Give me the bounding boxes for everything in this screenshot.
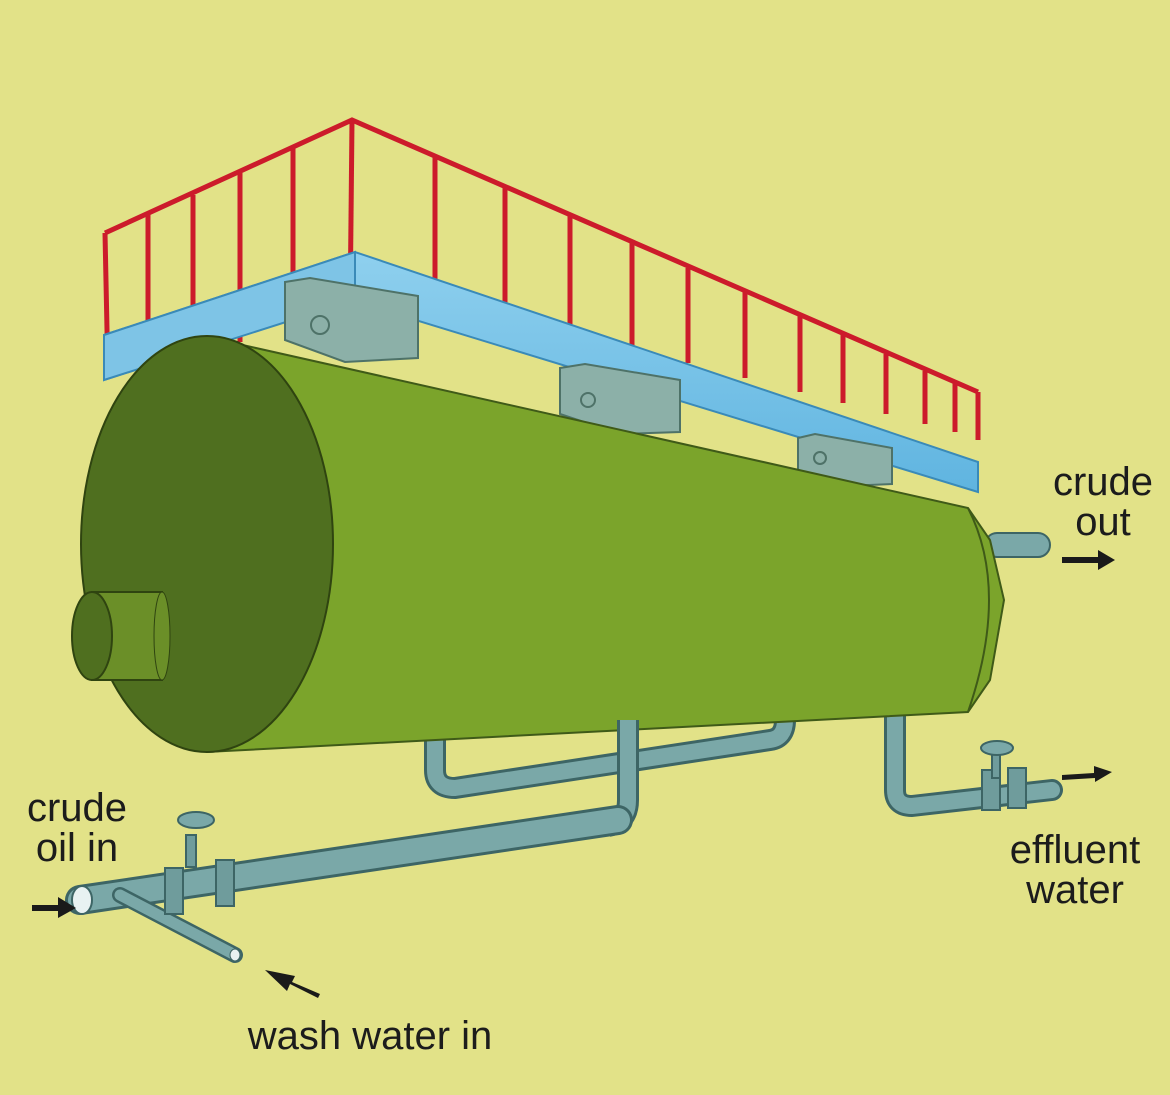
transformer-box-2 [559,362,681,436]
label-crude-out: crude out [1040,462,1166,542]
arrow-effluent-water [1062,766,1112,782]
arrow-crude-out [1062,550,1115,570]
label-wash-water-in: wash water in [247,1014,493,1058]
arrow-wash-water-in [265,970,320,998]
effluent-water-pipe [884,689,1063,817]
label-effluent-water-line-1: effluent [1009,828,1141,872]
effluent-valve [980,740,1027,811]
crude-feed-pipe [65,805,633,915]
desalter-vessel [80,335,1006,754]
label-crude-out-line-2: out [1075,500,1131,544]
arrow-crude-oil-in [32,897,76,918]
transformer-box-1 [284,276,419,364]
label-crude-out-line-1: crude [1052,460,1154,504]
label-effluent-water-line-2: water [1026,868,1124,912]
inlet-distributor-pipe [424,705,796,799]
label-effluent-water: effluent water [990,830,1160,910]
label-crude-oil-in: crude oil in [12,788,142,868]
feed-valve [164,811,235,915]
label-crude-oil-in-line-2: oil in [35,826,119,870]
label-crude-oil-in-line-1: crude [26,786,128,830]
vessel-nozzle [71,591,171,681]
wash-water-pipe [112,887,243,963]
